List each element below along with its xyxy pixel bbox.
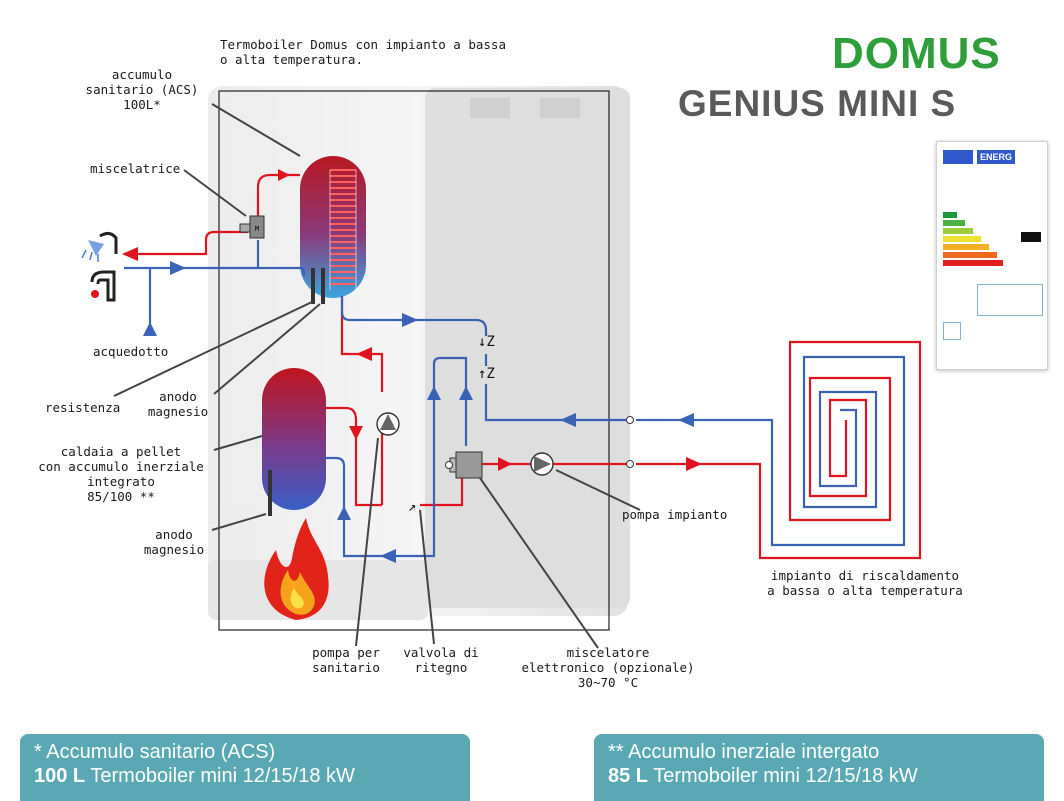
svg-text:↑Z: ↑Z <box>478 366 495 382</box>
cold-pipes <box>124 240 906 558</box>
acs-tank <box>300 156 366 304</box>
svg-text:↗: ↗ <box>408 499 416 515</box>
footnote-acs: * Accumulo sanitario (ACS) 100 L Termobo… <box>20 734 470 801</box>
system-pump-icon <box>530 452 554 476</box>
sanitary-pump-icon <box>376 412 400 436</box>
diagram-title-line2: o alta temperatura. <box>220 52 363 67</box>
system-frame <box>218 90 610 631</box>
label-acquedotto: acquedotto <box>93 344 169 359</box>
model-name: GENIUS MINI S <box>678 83 957 124</box>
tap-icon <box>90 270 116 302</box>
label-miscelatore: miscelatore elettronico (opzionale) 30~7… <box>521 645 695 690</box>
label-anodo-2: anodo magnesio <box>143 527 205 557</box>
label-valvola: valvola di ritegno <box>403 645 479 675</box>
label-impianto: impianto di riscaldamento a bassa o alta… <box>767 568 963 598</box>
footnote-acs-line1: * Accumulo sanitario (ACS) <box>34 741 276 763</box>
energy-class-marker <box>1021 232 1041 242</box>
energy-scale <box>943 212 1003 266</box>
mixing-valve-icon: M <box>239 215 265 239</box>
energy-label-title: ENERG <box>977 150 1015 164</box>
cabinet-background <box>208 86 630 620</box>
label-resistenza: resistenza <box>45 400 121 415</box>
footnote-acs-line2: 100 L Termoboiler mini 12/15/18 kW <box>34 765 355 787</box>
footnote-inerziale-line1: ** Accumulo inerziale intergato <box>608 741 880 763</box>
footnote-inerziale: ** Accumulo inerziale intergato 85 L Ter… <box>594 734 1044 801</box>
diagram-title-line1: Termoboiler Domus con impianto a bassa <box>220 37 506 52</box>
footnote-inerziale-line2: 85 L Termoboiler mini 12/15/18 kW <box>608 765 918 787</box>
energy-info-box <box>977 284 1043 316</box>
label-accumulo: accumulo sanitario (ACS) 100L* <box>85 67 199 112</box>
brand-logo: DOMUS <box>832 29 1001 78</box>
eu-flag-icon <box>943 150 973 164</box>
hot-flow-arrows <box>122 169 702 471</box>
check-valve-icon: ↗ ↓Z ↑Z <box>408 334 495 515</box>
return-connector <box>626 416 634 424</box>
flow-connector <box>626 460 634 468</box>
label-pompa-impianto: pompa impianto <box>622 507 728 522</box>
hot-pipes <box>124 173 922 560</box>
tap-icon-small <box>943 322 961 340</box>
label-caldaia: caldaia a pellet con accumulo inerziale … <box>38 444 204 504</box>
cold-flow-arrows <box>143 261 694 563</box>
shower-icon <box>81 231 118 262</box>
flame-icon <box>264 518 329 620</box>
electronic-mixer-icon <box>445 451 483 479</box>
label-pompa-sanitario: pompa per sanitario <box>312 645 380 675</box>
leader-lines <box>113 103 641 649</box>
label-anodo-1: anodo magnesio <box>147 389 209 419</box>
energy-label: ENERG <box>936 141 1048 370</box>
svg-text:M: M <box>255 225 259 233</box>
label-miscelatrice: miscelatrice <box>90 161 181 176</box>
svg-text:↓Z: ↓Z <box>478 334 495 350</box>
pellet-boiler-tank <box>262 368 326 516</box>
